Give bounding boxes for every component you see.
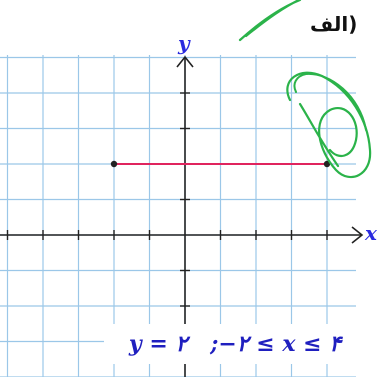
equation-box: y = ۲ ;−۲ ≤ x ≤ ۴ <box>104 324 366 364</box>
highlight-marks <box>238 0 372 179</box>
y-axis-arrow <box>176 55 194 68</box>
y-axis-label: y <box>177 31 191 55</box>
x-axis-label: x <box>364 221 378 245</box>
highlight-squiggle <box>286 71 372 179</box>
axes <box>0 55 364 377</box>
highlight-stroke-top <box>238 0 302 42</box>
part-label: الف) <box>310 12 358 36</box>
highlight-squiggle-outer <box>293 72 367 131</box>
tick-marks <box>6 92 328 343</box>
x-axis-arrow <box>351 226 364 244</box>
equation-text: y = ۲ ;−۲ ≤ x ≤ ۴ <box>128 331 342 357</box>
segment-start-point <box>110 160 118 168</box>
line-segment <box>110 160 331 168</box>
segment-end-point <box>323 160 331 168</box>
